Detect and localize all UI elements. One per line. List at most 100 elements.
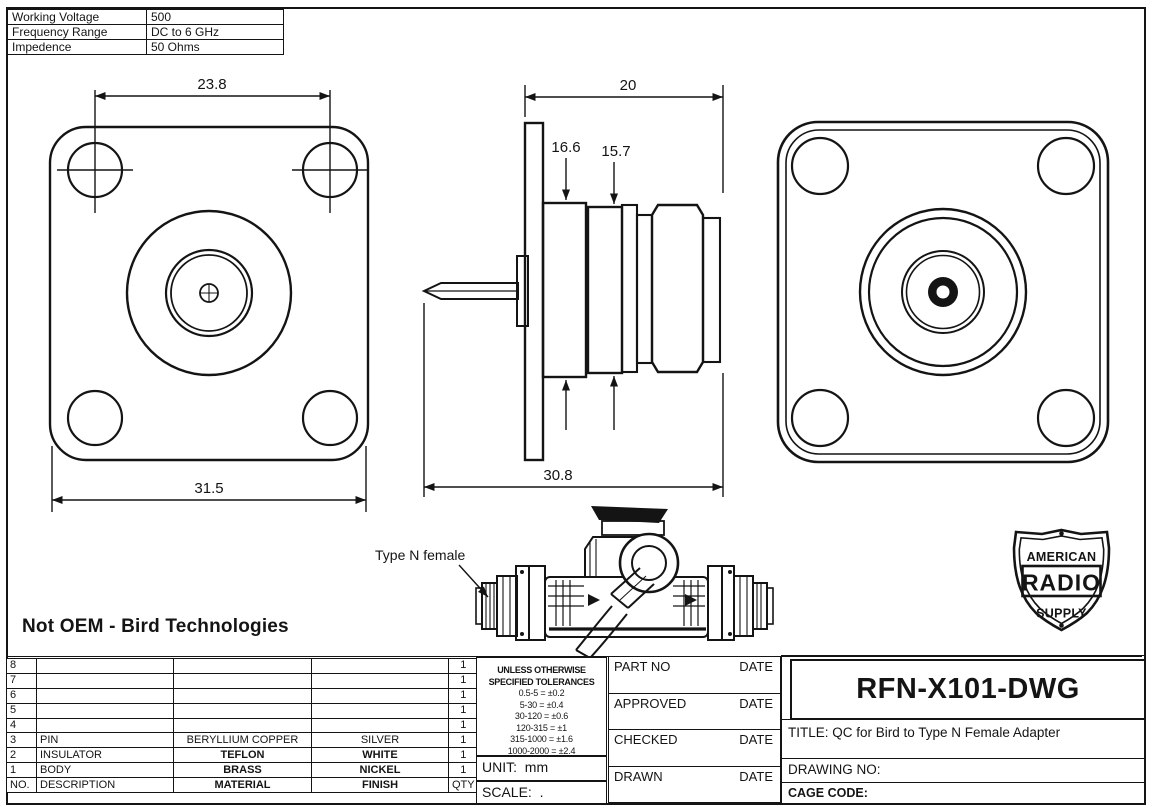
rear-connector-face [858,207,1028,377]
unit-cell: UNIT: mm [476,756,607,781]
mounting-hole [790,136,850,196]
top-cap [591,506,668,523]
spec-value: 500 [146,9,284,25]
table-row: 5 1 [6,702,479,719]
tolerance-heading: SPECIFIED TOLERANCES [488,676,595,687]
part-desc-cell [36,717,174,734]
date-label: DATE [739,768,773,784]
part-qty-cell: 1 [448,732,479,749]
mounting-hole [790,388,850,448]
table-row: 2 INSULATOR TEFLON WHITE 1 [6,747,479,764]
part-material-cell: BRASS [173,762,312,779]
spec-value: DC to 6 GHz [146,24,284,40]
rear-flange-inner-line [785,129,1101,455]
scale-label: SCALE: [482,784,532,800]
approval-row: PART NO DATE [609,657,780,694]
flow-arrow-icon [588,594,600,606]
connector-type-label: Type N female [375,547,465,563]
parts-table: 8 1 7 1 6 1 5 1 4 [6,658,479,794]
date-label: DATE [739,659,773,674]
rivet-dot-icon [1059,531,1064,536]
part-desc-cell: PIN [36,732,174,749]
part-qty-cell: 1 [448,687,479,704]
spec-table: Working Voltage 500 Frequency Range DC t… [7,9,284,55]
dim-side-overall-length: 30.8 [543,467,572,484]
approval-label: CHECKED [614,732,678,747]
tolerance-block: UNLESS OTHERWISE SPECIFIED TOLERANCES 0.… [476,657,607,756]
approval-row: CHECKED DATE [609,730,780,767]
part-no-cell: 2 [6,747,37,764]
dim-side-dia-small: 15.7 [601,143,630,160]
col-header-description: DESCRIPTION [36,777,174,794]
front-flange-outline [48,125,370,462]
approval-label: PART NO [614,659,671,674]
spec-label: Working Voltage [7,9,147,25]
title-block-top-border [781,655,1146,656]
approval-block: PART NO DATE APPROVED DATE CHECKED DATE … [608,656,781,803]
part-material-cell [173,702,312,719]
part-finish-cell [311,672,449,689]
unit-value: mm [524,759,549,775]
col-header-qty: QTY [448,777,479,794]
part-material-cell [173,658,312,674]
body-shading-lines [548,580,705,626]
element-socket-bore [631,545,667,581]
spec-row: Frequency Range DC to 6 GHz [7,24,284,40]
date-label: DATE [739,695,773,711]
part-finish-cell: NICKEL [311,762,449,779]
part-desc-cell [36,687,174,704]
dimension-extensions [423,85,724,497]
part-material-cell: TEFLON [173,747,312,764]
tolerance-entry: 1000-2000 = ±2.4 [507,745,576,756]
cap-base [601,520,665,536]
unit-label: UNIT: [482,759,517,775]
spec-value: 50 Ohms [146,39,284,55]
table-row: 3 PIN BERYLLIUM COPPER SILVER 1 [6,732,479,749]
table-row: 8 1 [6,658,479,674]
scale-value: . [539,784,544,800]
approval-row: APPROVED DATE [609,694,780,730]
part-qty-cell: 1 [448,702,479,719]
spec-label: Frequency Range [7,24,147,40]
drawing-no-field: DRAWING NO: [782,758,1146,782]
leader-arrow [458,564,489,598]
part-no-cell: 5 [6,702,37,719]
tolerance-entry: 5-30 = ±0.4 [519,699,564,710]
part-finish-cell [311,658,449,674]
rivet-dot-icon [1059,623,1064,628]
american-radio-supply-logo: AMERICAN RADIO SUPPLY [1012,528,1111,632]
date-label: DATE [739,732,773,747]
part-no-cell: 7 [6,672,37,689]
rear-view-drawing [776,120,1110,464]
logo-text-top: AMERICAN [1027,550,1097,564]
spec-row: Impedence 50 Ohms [7,39,284,55]
diameter-leader-arrows [562,158,618,430]
part-qty-cell: 1 [448,658,479,674]
hole-crosshairs [57,90,368,213]
part-finish-cell [311,687,449,704]
table-row: 7 1 [6,672,479,689]
dim-side-dia-large: 16.6 [551,139,580,156]
logo-text-middle: RADIO [1022,570,1101,596]
part-material-cell [173,687,312,704]
logo-text-bottom: SUPPLY [1036,607,1087,621]
part-desc-cell [36,672,174,689]
title-block-divider [781,655,782,803]
left-qc-connector [475,565,546,641]
part-desc-cell: BODY [36,762,174,779]
body-sections [541,201,722,379]
part-desc-cell [36,702,174,719]
dim-front-hole-spacing: 23.8 [197,76,226,93]
tolerance-entry: 120-315 = ±1 [516,722,567,733]
part-no-cell: 1 [6,762,37,779]
col-header-material: MATERIAL [173,777,312,794]
mounting-hole [301,389,359,447]
part-qty-cell: 1 [448,717,479,734]
scale-cell: SCALE: . [476,781,607,804]
part-number-box: RFN-X101-DWG [790,659,1146,720]
part-desc-cell: INSULATOR [36,747,174,764]
part-no-cell: 3 [6,732,37,749]
part-finish-cell: WHITE [311,747,449,764]
part-qty-cell: 1 [448,762,479,779]
col-header-no: NO. [6,777,37,794]
